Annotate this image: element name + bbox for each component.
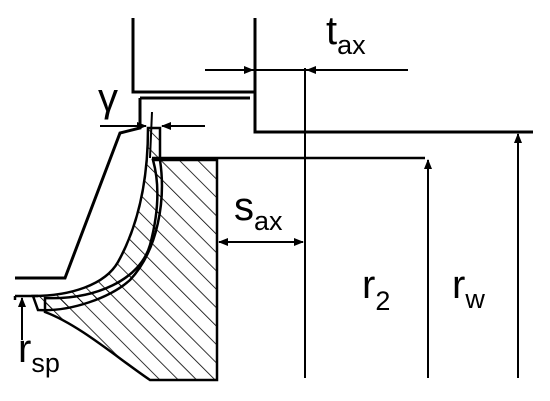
gamma-gap-line: [149, 111, 153, 159]
rw-label: rw: [452, 263, 485, 314]
dimension-lines: [18, 66, 522, 378]
impeller-shroud: [31, 126, 164, 312]
r2-label: r2: [362, 263, 390, 316]
rsp-label: rsp: [18, 327, 60, 378]
casing-outer-wall: [131, 18, 257, 94]
casing-shroud-step: [253, 92, 533, 134]
t-ax-label: tax: [326, 9, 366, 60]
s-ax-label: sax: [234, 185, 283, 236]
casing: [15, 18, 533, 280]
shroud-casing-wall: [15, 98, 142, 280]
impeller-edges: [13, 156, 425, 300]
gamma-label: γ: [98, 76, 118, 120]
